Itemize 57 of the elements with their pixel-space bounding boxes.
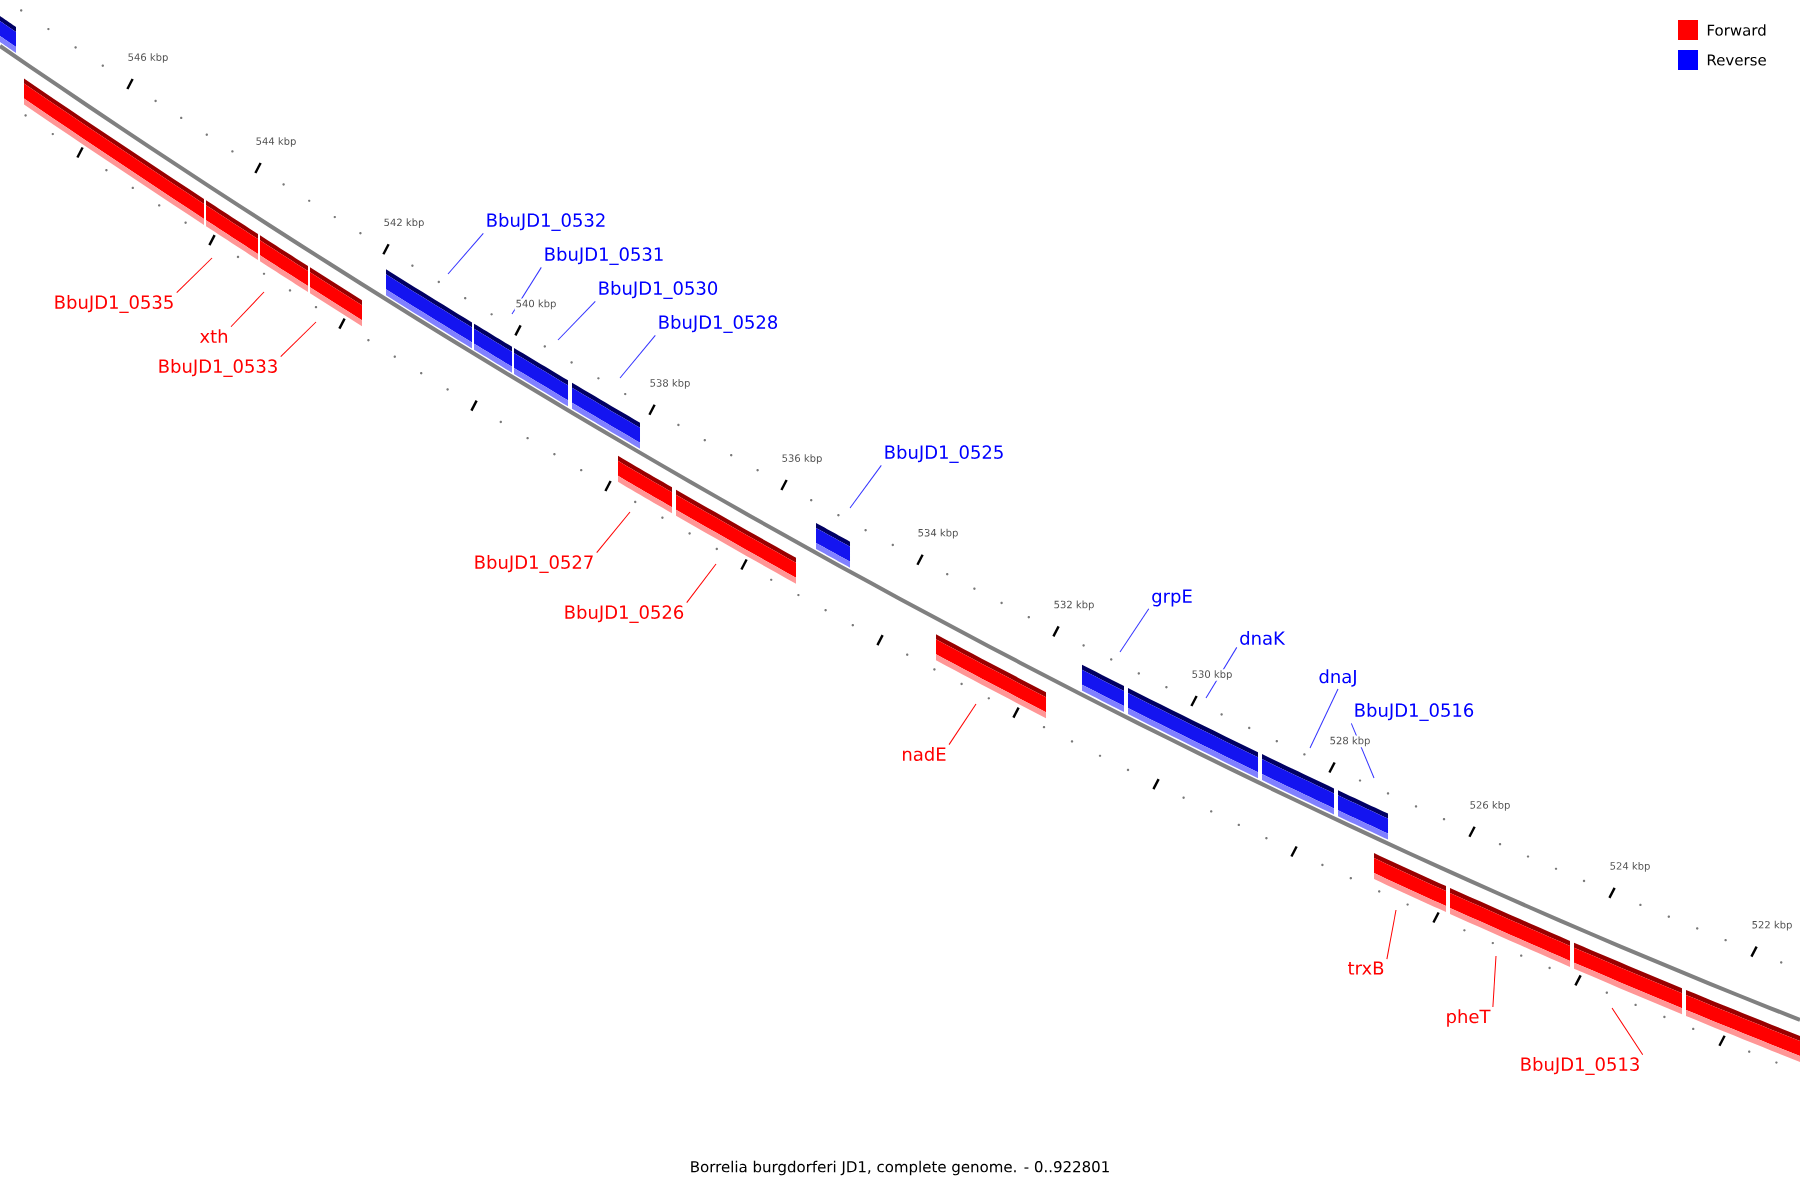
gene-bar <box>24 78 204 225</box>
gene-label: BbuJD1_0531 <box>545 247 663 265</box>
gene-label: BbuJD1_0513 <box>1521 1057 1639 1075</box>
gene-bar <box>0 16 16 53</box>
leader-line <box>1492 955 1497 1008</box>
gene-bar <box>206 200 258 260</box>
gene-bar <box>1262 754 1334 815</box>
gene-label: dnaJ <box>1319 669 1356 687</box>
leader-line <box>230 291 265 328</box>
gene-label: dnaK <box>1240 631 1286 645</box>
leader-line <box>1119 608 1150 653</box>
gene-bar <box>936 634 1046 719</box>
gene-bar <box>1574 942 1682 1015</box>
gene-bar <box>474 323 512 373</box>
gene-label: BbuJD1_0525 <box>885 445 1003 463</box>
gene-label: BbuJD1_0526 <box>565 605 684 623</box>
gene-label: BbuJD1_0533 <box>159 359 277 377</box>
gene-bar <box>1338 790 1388 840</box>
leader-line <box>1386 909 1397 960</box>
gene-bar <box>1686 989 1800 1062</box>
gene-bar <box>816 522 850 568</box>
gene-label: BbuJD1_0516 <box>1355 703 1474 721</box>
leader-line <box>557 300 596 341</box>
gene-bar <box>1128 688 1258 779</box>
gene-label: trxB <box>1348 961 1384 975</box>
gene-label: grpE <box>1152 589 1192 607</box>
gene-bar <box>676 489 796 584</box>
leader-line <box>1309 688 1339 749</box>
gene-label: nadE <box>903 747 946 761</box>
gene-bar <box>260 235 308 293</box>
leader-line <box>596 511 631 554</box>
leader-line <box>176 257 213 294</box>
gene-bar <box>514 347 568 407</box>
leader-line <box>1205 646 1238 699</box>
gene-label: BbuJD1_0532 <box>487 213 605 231</box>
leader-line <box>1350 722 1375 779</box>
gene-label: BbuJD1_0535 <box>55 295 173 313</box>
gene-bar <box>386 269 472 349</box>
gene-bar <box>618 455 672 514</box>
gene-bar <box>1450 887 1570 967</box>
gene-bar <box>572 382 640 449</box>
leader-line <box>619 334 656 379</box>
leader-line <box>849 464 882 509</box>
gene-label: BbuJD1_0528 <box>659 315 778 333</box>
gene-bar <box>1082 664 1124 713</box>
leader-line <box>1611 1007 1644 1056</box>
leader-line <box>948 703 977 746</box>
leader-line <box>447 232 484 275</box>
leader-line <box>280 321 317 358</box>
leader-line <box>511 266 542 315</box>
gene-bar <box>1374 853 1446 913</box>
gene-label: BbuJD1_0530 <box>599 281 718 299</box>
gene-bar <box>310 267 362 327</box>
gene-label: xth <box>200 329 228 343</box>
gene-label: pheT <box>1447 1009 1491 1027</box>
leader-line <box>686 563 717 604</box>
gene-label: BbuJD1_0527 <box>475 555 593 573</box>
